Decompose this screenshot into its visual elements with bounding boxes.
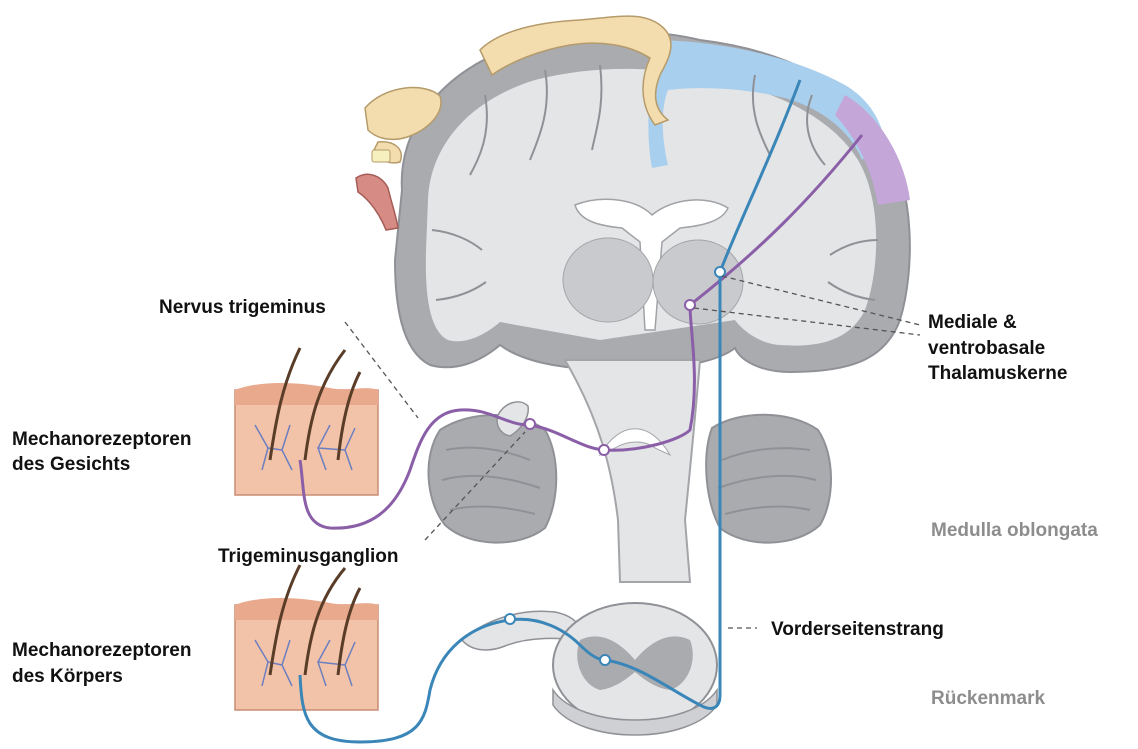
thalamus-synapse-purple (685, 300, 695, 310)
label-nervus-trigeminus: Nervus trigeminus (159, 295, 326, 320)
thalamus-right (653, 240, 743, 324)
brainstem (565, 360, 700, 582)
skin-face-epidermis (235, 383, 378, 405)
trigeminal-ganglion-soma (525, 419, 535, 429)
skin-body-epidermis (235, 598, 378, 620)
label-thalamus-line3: Thalamuskerne (928, 361, 1067, 386)
dorsal-horn-synapse (600, 655, 610, 665)
homunculus-teeth (372, 150, 390, 162)
label-mechanorezeptoren-gesicht-line2: des Gesichts (12, 452, 130, 477)
label-thalamus-line2: ventrobasale (928, 336, 1045, 361)
label-trigeminusganglion: Trigeminusganglion (218, 544, 399, 569)
label-mechanorezeptoren-koerper-line2: des Körpers (12, 664, 123, 689)
label-thalamus-line1: Mediale & (928, 310, 1017, 335)
thalamus-synapse-blue (715, 267, 725, 277)
label-medulla-oblongata: Medulla oblongata (931, 518, 1098, 543)
label-vorderseitenstrang: Vorderseitenstrang (771, 617, 944, 642)
label-mechanorezeptoren-gesicht-line1: Mechanorezeptoren (12, 427, 191, 452)
thalamus-left (563, 238, 653, 322)
drg-soma (505, 614, 515, 624)
homunculus-tongue (356, 174, 398, 230)
skin-face (235, 348, 378, 495)
label-rueckenmark: Rückenmark (931, 686, 1045, 711)
label-mechanorezeptoren-koerper-line1: Mechanorezeptoren (12, 638, 191, 663)
skin-body (235, 565, 378, 710)
trigeminal-nucleus-synapse (599, 445, 609, 455)
